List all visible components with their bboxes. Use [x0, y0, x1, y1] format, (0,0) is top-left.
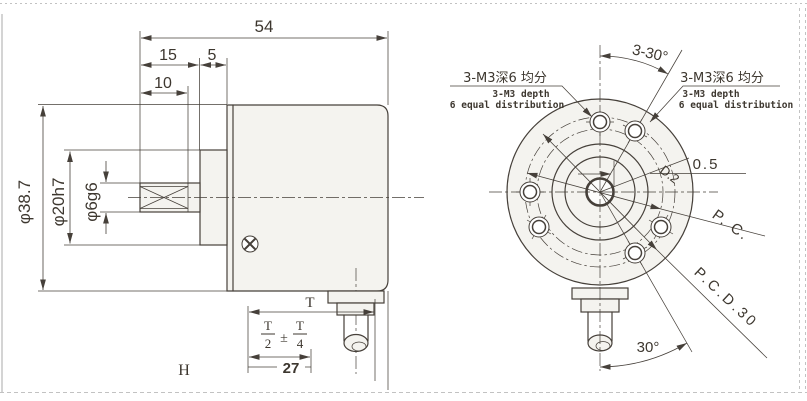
svg-text:±: ±	[280, 331, 288, 346]
front-view: 3-M3深6 均分 3-M3 depth 6 equal distributio…	[450, 41, 793, 371]
screw-note-left-en1: 3-M3 depth	[492, 89, 549, 100]
screw-note-left-en2: 6 equal distribution	[450, 100, 564, 111]
dia-boss: φ20h7	[49, 178, 68, 227]
side-view: 54 15 5 10 φ38.7 φ20h7 φ6g6 T T 2 ± T 4 …	[15, 17, 424, 390]
screw-hole	[622, 118, 648, 144]
page-border	[0, 3, 807, 393]
pcd-inner-dim-line	[526, 172, 662, 210]
left-note-leader	[450, 85, 593, 118]
encoder-body-outline	[226, 104, 389, 292]
label-t: T	[305, 295, 314, 311]
screw-note-right-cn: 3-M3深6 均分	[680, 71, 764, 86]
screw-hole	[586, 108, 614, 136]
pc-fragment-label: P. C.	[709, 206, 752, 244]
dimension-lines	[40, 35, 387, 360]
svg-text:T: T	[264, 318, 272, 333]
dim-10: 10	[154, 75, 172, 92]
dim-54: 54	[255, 17, 274, 36]
dia-shaft: φ6g6	[82, 182, 101, 221]
screw-hole	[648, 214, 674, 240]
angle-bottom-label: 30°	[637, 339, 660, 356]
angle-arc-bottom	[599, 342, 688, 370]
dim-05-label: 0.5	[693, 156, 720, 173]
angle-top-label: 3-30°	[631, 41, 670, 66]
ray-300deg	[599, 191, 693, 353]
svg-text:2: 2	[265, 336, 272, 351]
svg-text:4: 4	[297, 336, 304, 351]
case-screw-icon	[241, 235, 259, 253]
svg-text:T: T	[296, 318, 304, 333]
screw-holes	[516, 108, 674, 266]
fraction-t2-pm-t4: T 2 ± T 4	[261, 318, 307, 351]
screw-note-right-en2: 6 equal distribution	[679, 100, 793, 111]
dim-15: 15	[159, 47, 177, 64]
dia-body: φ38.7	[15, 180, 34, 224]
screw-note-right-en1: 3-M3 depth	[682, 89, 739, 100]
screw-hole	[516, 178, 544, 206]
dim-5: 5	[208, 47, 217, 64]
screw-note-left-cn: 3-M3深6 均分	[463, 71, 547, 86]
label-h: H	[178, 362, 190, 379]
leader-05-diagonal	[599, 157, 690, 193]
right-note-leader	[649, 85, 780, 123]
screw-hole	[622, 240, 648, 266]
pcd30-label: P.C.D.30	[691, 265, 761, 332]
angle-arc-top	[599, 53, 669, 75]
dim-27: 27	[283, 360, 300, 377]
shaft-flat-knurl	[139, 183, 189, 212]
screw-hole	[526, 214, 552, 240]
radial-lines	[526, 49, 768, 359]
extension-lines	[38, 31, 389, 390]
